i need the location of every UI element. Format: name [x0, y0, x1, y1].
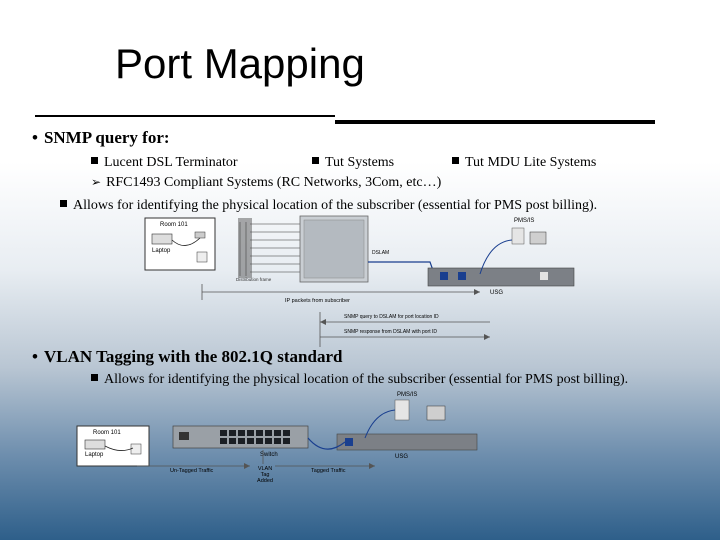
bullet-snmp-query: •SNMP query for: — [32, 128, 170, 147]
room-label-2: Room 101 — [93, 430, 121, 436]
snmp-response-label: SNMP response from DSLAM with port ID — [344, 329, 437, 335]
untagged-traffic-label: Un-Tagged Traffic — [170, 468, 214, 474]
slide-title: Port Mapping — [115, 40, 365, 87]
bullet-vlan-tagging-text: VLAN Tagging with the 802.1Q standard — [43, 347, 343, 366]
pms-tower-icon-2 — [394, 399, 410, 421]
patch-panel — [238, 218, 252, 278]
bullet-vlan-tagging: •VLAN Tagging with the 802.1Q standard — [32, 347, 343, 366]
snmp-query-label: SNMP query to DSLAM for port location ID — [344, 314, 439, 320]
ip-packets-label: IP packets from subscriber — [285, 298, 350, 304]
pms-label: PMS/IS — [514, 218, 534, 224]
dslam-network-diagram: Room 101 Laptop Distribution frame DSLAM… — [144, 215, 575, 347]
svg-text:Distribution frame: Distribution frame — [236, 277, 272, 282]
item-tut-systems: Tut Systems — [312, 155, 394, 171]
note-physical-location-1: Allows for identifying the physical loca… — [60, 198, 597, 214]
laptop-label-2: Laptop — [85, 452, 104, 458]
bullet-snmp-query-text: SNMP query for: — [43, 128, 170, 147]
tagged-traffic-label: Tagged Traffic — [311, 468, 346, 474]
pms-monitor-icon-2 — [426, 405, 446, 421]
item-lucent: Lucent DSL Terminator — [91, 155, 238, 171]
dslam-label: DSLAM — [372, 250, 389, 256]
item-rfc1493: ➢RFC1493 Compliant Systems (RC Networks,… — [91, 175, 442, 190]
item-rfc1493-text: RFC1493 Compliant Systems (RC Networks, … — [106, 175, 442, 190]
pms-monitor-icon — [529, 231, 547, 245]
item-lucent-text: Lucent DSL Terminator — [104, 155, 238, 170]
laptop-icon-2 — [84, 439, 106, 450]
modem-icon — [196, 251, 208, 263]
vlan-network-diagram: Room 101 Laptop Switch USG PMS/IS Un-Tag… — [76, 392, 478, 484]
laptop-icon — [151, 233, 173, 245]
usg-label: USG — [490, 290, 503, 296]
wiring-lines — [239, 222, 300, 276]
usg-device — [427, 267, 575, 287]
laptop-label: Laptop — [152, 248, 171, 254]
note-physical-location-2-text: Allows for identifying the physical loca… — [104, 372, 629, 387]
pms-label-2: PMS/IS — [397, 392, 417, 398]
note-physical-location-2: Allows for identifying the physical loca… — [91, 372, 628, 388]
pms-tower-icon — [511, 227, 525, 245]
room-label: Room 101 — [160, 222, 188, 228]
item-tut-mdu-text: Tut MDU Lite Systems — [465, 155, 597, 170]
usg-device-2 — [336, 433, 478, 451]
switch-label: Switch — [260, 452, 278, 458]
item-tut-systems-text: Tut Systems — [325, 155, 395, 170]
note-physical-location-1-text: Allows for identifying the physical loca… — [73, 198, 598, 213]
usg-label-2: USG — [395, 454, 408, 460]
wall-jack-icon — [194, 231, 206, 239]
item-tut-mdu: Tut MDU Lite Systems — [452, 155, 596, 171]
switch-device — [172, 425, 309, 449]
